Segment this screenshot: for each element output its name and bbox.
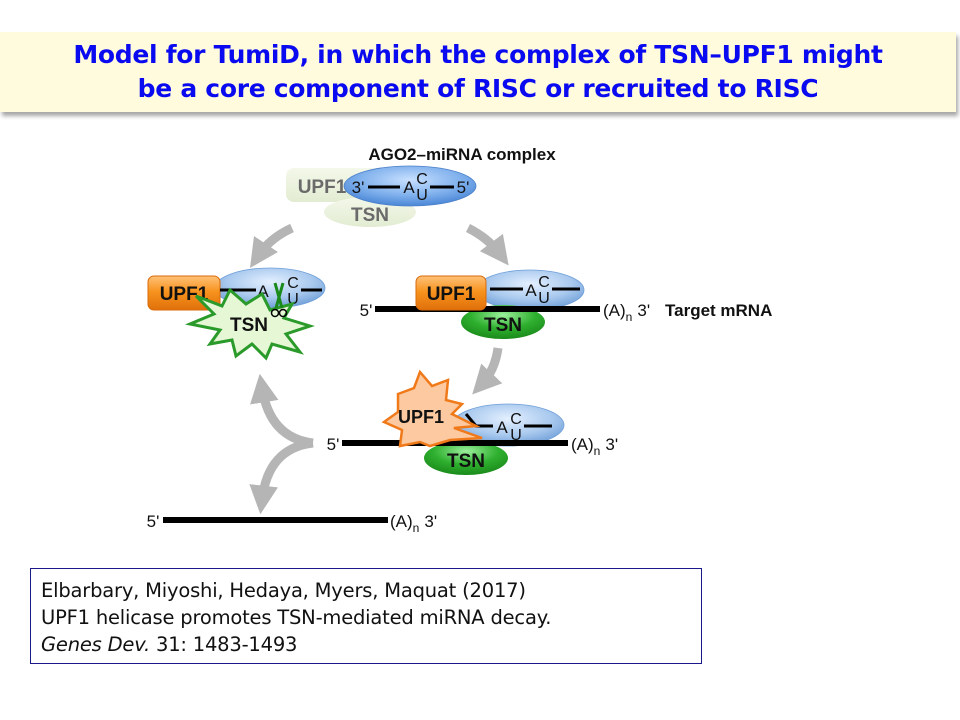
tsn-burst-shape (184, 287, 315, 361)
pathway-arrows (249, 223, 509, 515)
tsn-label: TSN (484, 315, 522, 336)
reference-box: Elbarbary, Miyoshi, Hedaya, Myers, Maqua… (30, 568, 702, 664)
tsn-label: TSN (230, 315, 268, 336)
nt-a: A (403, 178, 415, 197)
upf1-label: UPF1 (398, 407, 444, 427)
mrna-5-end: 5' (360, 301, 373, 320)
nt-c: C (416, 171, 428, 188)
upf1-label: UPF1 (427, 284, 476, 305)
mirna-3-end: 3' (352, 178, 365, 197)
arrow-to-left-complex (250, 223, 294, 268)
nt-c: C (287, 275, 299, 292)
reference-authors: Elbarbary, Miyoshi, Hedaya, Myers, Maqua… (41, 579, 526, 602)
tsn-shape (424, 441, 508, 475)
reference-journal-line: Genes Dev. 31: 1483-1493 (41, 631, 691, 658)
arrow-release-down (249, 438, 314, 515)
arrow-to-target-complex (465, 223, 509, 266)
nt-a: A (525, 281, 537, 300)
tsn-shape (461, 305, 545, 339)
nt-c: C (538, 274, 550, 291)
nt-u: U (538, 290, 550, 307)
upf1-shape (415, 275, 487, 311)
reference-citation: 31: 1483-1493 (149, 633, 298, 656)
tsn-label: TSN (447, 451, 485, 472)
nt-c: C (510, 411, 522, 428)
arrow-recycle-up (250, 373, 314, 448)
ago2-ellipse (343, 165, 477, 207)
nt-u: U (416, 187, 428, 204)
title-line-1: Model for TumiD, in which the complex of… (73, 40, 883, 69)
arrow-to-decay-complex (472, 347, 503, 395)
mirna-5-end: 5' (457, 178, 470, 197)
reference-title: UPF1 helicase promotes TSN-mediated miRN… (41, 606, 552, 629)
title-banner: Model for TumiD, in which the complex of… (0, 32, 956, 112)
top-ago2-complex: AGO2–miRNA complex UPF1 TSN 3' A C U 5' (286, 145, 556, 227)
target-mrna-label: Target mRNA (665, 301, 772, 320)
upf1-label: UPF1 (160, 284, 209, 305)
ago2-complex-title: AGO2–miRNA complex (368, 145, 556, 164)
mrna-5-end: 5' (147, 512, 160, 531)
nt-a: A (496, 418, 508, 437)
upf1-burst-shape (381, 369, 483, 448)
mrna-5-end: 5' (327, 435, 340, 454)
scissors-icon (270, 282, 288, 318)
title-line-2: be a core component of RISC or recruited… (137, 74, 819, 103)
faded-upf1-label: UPF1 (298, 177, 347, 198)
faded-tsn-label: TSN (351, 205, 389, 226)
reference-journal: Genes Dev. (41, 633, 150, 656)
nt-u: U (510, 427, 522, 444)
nt-u: U (287, 291, 299, 308)
left-cleavage-complex: UPF1 A C U TSN (147, 267, 326, 361)
